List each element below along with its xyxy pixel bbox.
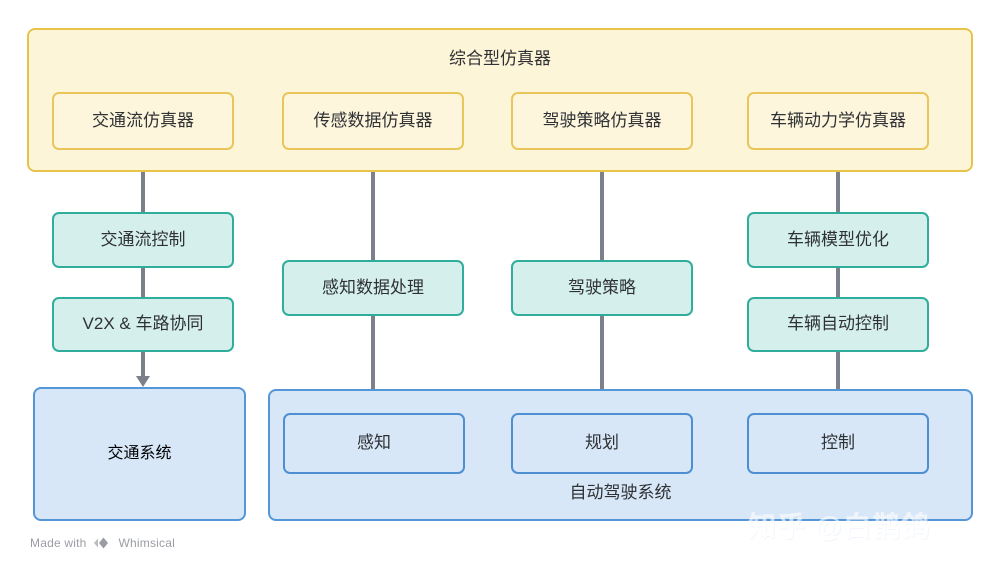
whimsical-prefix-label: Made with xyxy=(30,536,87,550)
simulator-box-sensor-data[interactable]: 传感数据仿真器 xyxy=(282,92,464,150)
whimsical-name-label: Whimsical xyxy=(118,536,175,550)
ads-box-control[interactable]: 控制 xyxy=(747,413,929,474)
ads-box-label: 控制 xyxy=(821,433,855,453)
node-label: V2X & 车路协同 xyxy=(82,314,204,334)
connector-line xyxy=(836,352,840,410)
ads-box-planning[interactable]: 规划 xyxy=(511,413,693,474)
simulator-box-driving-policy[interactable]: 驾驶策略仿真器 xyxy=(511,92,693,150)
simulator-group-title: 综合型仿真器 xyxy=(449,49,551,68)
connector-arrowhead xyxy=(136,376,150,387)
connector-line xyxy=(141,352,145,376)
simulator-box-label: 传感数据仿真器 xyxy=(313,110,433,130)
connector-line xyxy=(600,316,604,410)
simulator-box-traffic-flow[interactable]: 交通流仿真器 xyxy=(52,92,234,150)
whimsical-watermark: Made with Whimsical xyxy=(30,536,175,550)
whimsical-logo-icon xyxy=(93,536,113,550)
connector-line xyxy=(600,150,604,260)
node-label: 交通流控制 xyxy=(100,229,186,249)
node-v2x-cooperation[interactable]: V2X & 车路协同 xyxy=(52,297,234,352)
connector-line xyxy=(141,150,145,212)
traffic-system-group[interactable]: 交通系统 xyxy=(33,387,246,521)
simulator-box-vehicle-dynamics[interactable]: 车辆动力学仿真器 xyxy=(747,92,929,150)
node-label: 车辆模型优化 xyxy=(787,229,889,249)
node-vehicle-auto-control[interactable]: 车辆自动控制 xyxy=(747,297,929,352)
traffic-system-label: 交通系统 xyxy=(107,444,172,462)
ads-box-perception[interactable]: 感知 xyxy=(283,413,465,474)
node-perception-data-processing[interactable]: 感知数据处理 xyxy=(282,260,464,316)
node-label: 车辆自动控制 xyxy=(787,314,889,334)
node-vehicle-model-optimization[interactable]: 车辆模型优化 xyxy=(747,212,929,268)
node-driving-policy[interactable]: 驾驶策略 xyxy=(511,260,693,316)
node-label: 驾驶策略 xyxy=(568,277,636,297)
simulator-box-label: 交通流仿真器 xyxy=(92,110,194,130)
ads-box-label: 规划 xyxy=(585,433,619,453)
simulator-box-label: 车辆动力学仿真器 xyxy=(770,110,906,130)
connector-line xyxy=(141,268,145,297)
node-traffic-flow-control[interactable]: 交通流控制 xyxy=(52,212,234,268)
connector-line xyxy=(371,316,375,410)
connector-line xyxy=(836,268,840,297)
connector-line xyxy=(836,150,840,212)
simulator-box-label: 驾驶策略仿真器 xyxy=(542,110,662,130)
ads-group-title: 自动驾驶系统 xyxy=(569,483,672,502)
connector-line xyxy=(371,150,375,260)
ads-box-label: 感知 xyxy=(357,433,391,453)
node-label: 感知数据处理 xyxy=(322,277,424,297)
